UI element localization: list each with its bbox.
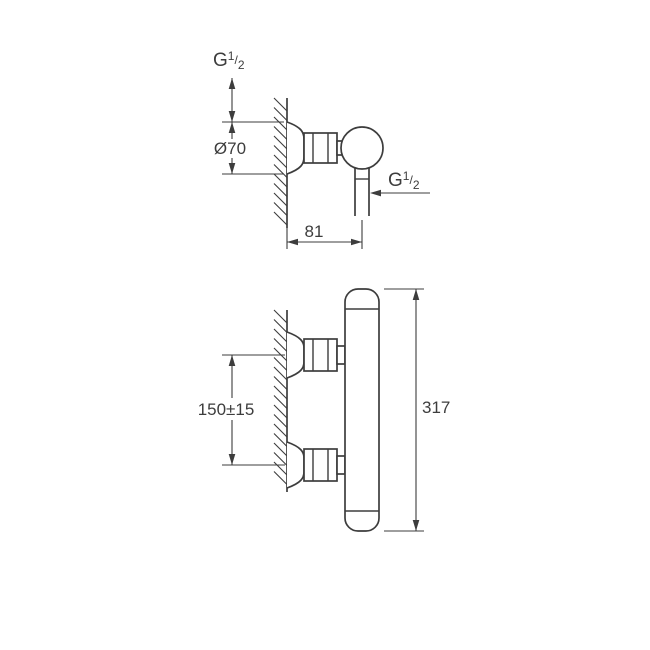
arrowhead-up — [228, 122, 236, 133]
outlet-pipe — [354, 168, 370, 216]
connector-stub — [336, 345, 346, 365]
inlet-connection-top — [286, 331, 346, 379]
arrowhead-right — [351, 238, 362, 246]
arrowhead-left — [287, 238, 298, 246]
arrowhead-up — [228, 355, 236, 366]
front-view: 150±15 317 — [194, 288, 450, 532]
arrowhead-down — [228, 163, 236, 174]
arrowhead-down — [228, 454, 236, 465]
label-background — [206, 139, 258, 158]
center-distance-label: 150±15 — [198, 400, 255, 419]
label-background — [194, 398, 258, 420]
thread-numerator: 1 — [228, 49, 235, 63]
dimension-overall-height: 317 — [384, 288, 450, 532]
connector-stub — [336, 455, 346, 475]
union-nut-body — [303, 132, 338, 164]
depth-label: 81 — [305, 222, 324, 241]
union-nut-facets — [312, 339, 329, 371]
arrowhead-up — [228, 78, 236, 89]
mixer-body — [344, 288, 380, 532]
thread-slash: / — [234, 53, 238, 67]
arrowhead-up — [412, 289, 420, 300]
inlet-connection-bottom — [286, 441, 346, 489]
arrowhead-down — [412, 520, 420, 531]
valve-body-circle — [340, 126, 384, 170]
escutcheon — [286, 441, 305, 489]
thread-numerator: 1 — [403, 169, 410, 183]
union-nut — [303, 132, 338, 164]
dimension-wall-thread: G1/2 — [213, 49, 245, 122]
arrowhead-down — [228, 111, 236, 122]
side-view: G1/2 Ø70 81 — [206, 49, 430, 249]
thread-letter: G — [388, 170, 403, 191]
thread-letter: G — [213, 50, 228, 71]
escutcheon — [286, 121, 305, 175]
dimension-center-distance: 150±15 — [194, 354, 285, 466]
wall-hatching — [273, 309, 288, 485]
union-nut-facets — [312, 449, 329, 481]
union-nut-body — [303, 338, 338, 372]
thread-denominator: 2 — [413, 178, 420, 192]
mixer-body-tube — [344, 288, 380, 532]
dimension-outlet-thread: G1/2 — [370, 169, 430, 197]
overall-height-label: 317 — [422, 398, 450, 417]
dimension-depth-81: 81 — [286, 220, 363, 249]
outlet-thread-label: G1/2 — [388, 169, 420, 192]
dimension-diameter-70: Ø70 — [206, 121, 284, 175]
union-nut-body — [303, 448, 338, 482]
union-nut-facets — [312, 133, 329, 163]
cap-joint-lines — [345, 308, 379, 512]
thread-denominator: 2 — [238, 58, 245, 72]
arrowhead-left — [370, 189, 381, 197]
outlet-pipe-walls — [354, 168, 370, 216]
extension-lines — [384, 288, 424, 532]
wall-thread-label: G1/2 — [213, 49, 245, 72]
thread-slash: / — [409, 173, 413, 187]
escutcheon — [286, 331, 305, 379]
diameter-label: Ø70 — [214, 139, 246, 158]
wall-hatching — [273, 97, 288, 226]
wall-section-top — [273, 97, 288, 228]
extension-lines — [286, 220, 363, 249]
